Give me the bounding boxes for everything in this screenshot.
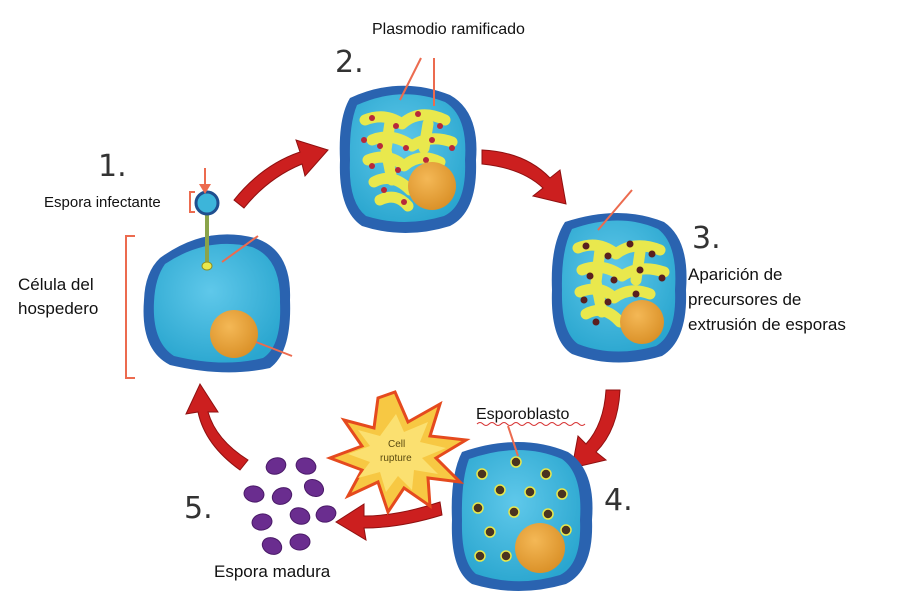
label-celula-line2: hospedero bbox=[18, 299, 98, 318]
label-plasmodio-ramificado: Plasmodio ramificado bbox=[372, 21, 525, 38]
step-number-3: 3. bbox=[692, 221, 721, 256]
label-aparicion-line1: Aparición de bbox=[688, 265, 783, 284]
stage-3-precursors bbox=[580, 240, 666, 326]
stage-2-nucleus bbox=[408, 162, 456, 210]
arrow-1-to-2 bbox=[233, 139, 329, 209]
bracket-spore bbox=[189, 191, 195, 213]
label-esporoblasto: Esporoblasto bbox=[476, 406, 569, 423]
cell-rupture-burst bbox=[325, 390, 471, 516]
step-number-4: 4. bbox=[604, 483, 633, 518]
step-number-2: 2. bbox=[335, 45, 364, 80]
stage-4-nucleus bbox=[515, 523, 565, 573]
stage-3-plasmodium bbox=[572, 239, 670, 328]
burst-label-line2: rupture bbox=[380, 453, 412, 464]
stage-2-nuclei bbox=[361, 111, 455, 205]
burst-label-line1: Cell bbox=[388, 439, 405, 450]
stage-2-cell bbox=[339, 57, 477, 233]
stage-2-plasmodium bbox=[359, 109, 458, 212]
sporoplasm-injection bbox=[201, 261, 213, 271]
label-aparicion-line3: extrusión de esporas bbox=[688, 315, 846, 334]
pointer-sporoblast bbox=[507, 425, 519, 457]
pointer-plasmodium-1 bbox=[399, 57, 422, 101]
pointer-injection bbox=[221, 235, 259, 263]
cycle-arrows bbox=[185, 139, 621, 541]
step-number-5: 5. bbox=[184, 491, 213, 526]
sporoblast-underline bbox=[476, 422, 586, 426]
stage-4-sporoblasts bbox=[472, 456, 572, 562]
pointer-precursors bbox=[597, 189, 633, 231]
stage-5-mature-spores bbox=[243, 457, 337, 555]
stage-4-cell bbox=[451, 422, 593, 591]
host-cell-nucleus bbox=[210, 310, 258, 358]
stage-3-cell bbox=[551, 189, 687, 363]
label-espora-madura: Espora madura bbox=[214, 562, 331, 581]
stage-1-host-cell bbox=[125, 168, 293, 379]
label-espora-infectante: Espora infectante bbox=[44, 194, 161, 211]
arrow-2-to-3 bbox=[481, 149, 567, 205]
label-celula-line1: Célula del bbox=[18, 275, 94, 294]
bracket-host-cell bbox=[125, 235, 135, 379]
arrow-4-to-5 bbox=[335, 501, 443, 541]
stage-3-nucleus bbox=[620, 300, 664, 344]
label-aparicion-line2: precursores de bbox=[688, 290, 801, 309]
pointer-nucleus bbox=[255, 341, 293, 357]
arrow-3-to-4 bbox=[571, 389, 621, 469]
step-number-1: 1. bbox=[98, 149, 127, 184]
arrow-5-to-1 bbox=[185, 382, 249, 471]
pointer-spore-head bbox=[199, 184, 211, 194]
infecting-spore bbox=[194, 190, 220, 216]
burst-inner bbox=[348, 414, 446, 492]
polar-tube bbox=[205, 213, 209, 265]
